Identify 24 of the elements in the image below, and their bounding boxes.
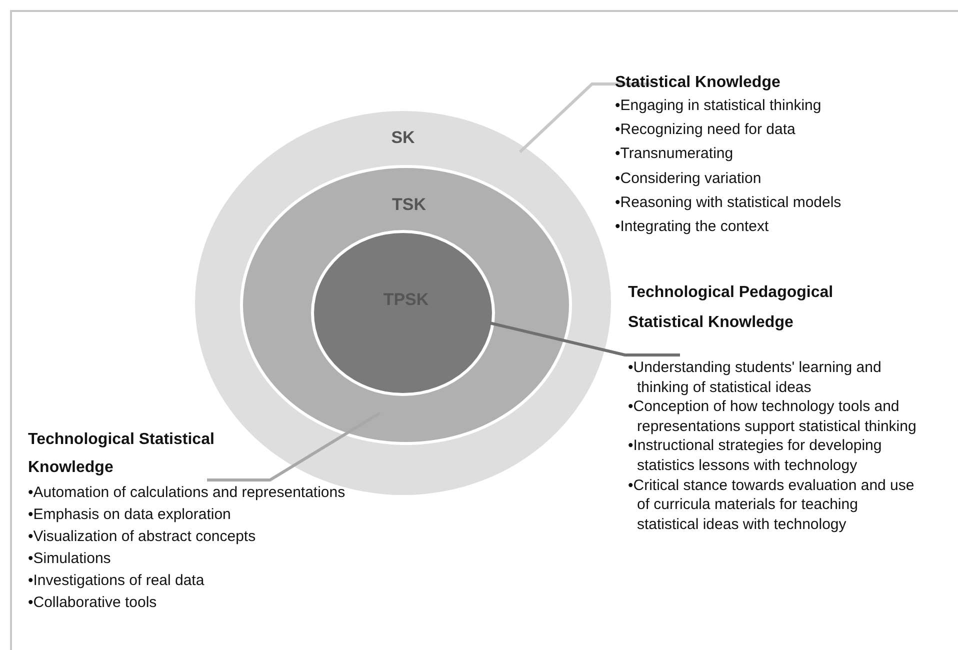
bullet-item: •Investigations of real data xyxy=(28,571,206,591)
section-heading: Statistical Knowledge xyxy=(615,73,782,93)
bullet-item: •Engaging in statistical thinking xyxy=(615,96,822,116)
bullet-item: •Collaborative tools xyxy=(28,593,158,613)
bullet-item: •Considering variation xyxy=(615,168,762,189)
bullet-item: •Integrating the context xyxy=(615,217,770,238)
bullet-item: •Instructional strategies for developing statistics lessons with technology xyxy=(628,436,883,476)
leader-line xyxy=(518,82,651,154)
bullet-item: •Understanding students' learning and thinking of statistical ideas xyxy=(628,358,882,398)
bullet-item: •Recognizing need for data xyxy=(615,120,796,140)
section-heading: Technological Statistical Knowledge xyxy=(28,430,216,478)
bullet-item: •Simulations xyxy=(28,549,112,569)
bullet-item: •Reasoning with statistical models xyxy=(615,192,842,213)
leader-line xyxy=(207,412,381,482)
bullet-item: •Critical stance towards evaluation and use of curricula materials for teaching statistical ideas with technology xyxy=(628,476,916,534)
bullet-item: •Visualization of abstract concepts xyxy=(28,527,257,547)
bullet-item: •Conception of how technology tools and representations support statistical thinking xyxy=(628,397,918,436)
bullet-item: •Transnumerating xyxy=(615,144,734,164)
bullet-item: •Emphasis on data exploration xyxy=(28,505,232,525)
section-heading: Technological Pedagogical Statistical Knowledge xyxy=(628,283,834,333)
ring-label: TSK xyxy=(392,195,426,215)
ring-label: SK xyxy=(391,128,415,148)
bullet-item: •Automation of calculations and representations xyxy=(28,483,346,503)
leader-line xyxy=(490,322,680,356)
